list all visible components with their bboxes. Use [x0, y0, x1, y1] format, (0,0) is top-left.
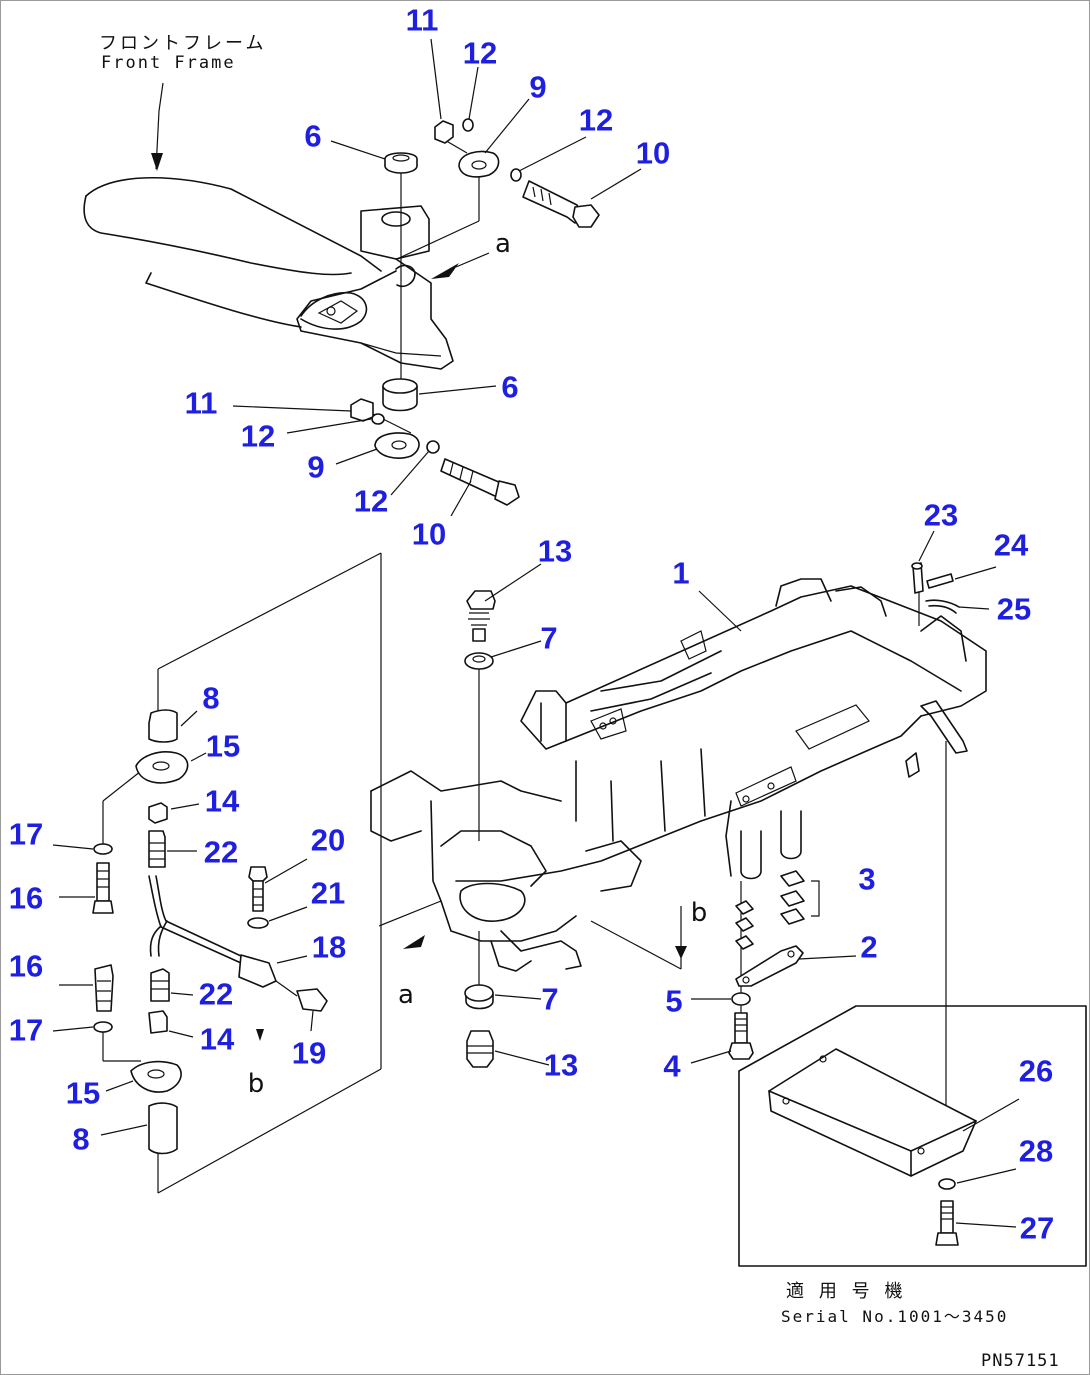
callout-28: 28 [1018, 1133, 1054, 1169]
serial-label-en: Serial No.1001～3450 [781, 1307, 1009, 1326]
callout-12-b: 12 [578, 102, 614, 138]
view-b-label-right: b [690, 898, 708, 928]
callout-1: 1 [672, 555, 690, 591]
page-code: PN57151 [981, 1351, 1060, 1371]
callout-7-lower: 7 [541, 981, 559, 1017]
rear-frame-part [370, 578, 987, 972]
bushing-6-lower [382, 378, 418, 412]
front-frame-label-jp: フロントフレーム [99, 33, 267, 54]
callout-12-c: 12 [240, 418, 276, 454]
callout-24: 24 [993, 527, 1029, 563]
bushing-6-upper [384, 152, 418, 174]
callout-5: 5 [665, 983, 683, 1019]
callout-13-lower: 13 [543, 1047, 579, 1083]
callout-13-upper: 13 [537, 533, 573, 569]
callout-19: 19 [291, 1035, 327, 1071]
callout-12-a: 12 [462, 35, 498, 71]
callout-6-upper: 6 [304, 118, 322, 154]
mount-13-bottom [466, 1030, 494, 1068]
callout-8-upper: 8 [202, 680, 220, 716]
pin-23 [911, 562, 924, 594]
front-frame-part [83, 176, 454, 370]
callout-15-upper: 15 [205, 728, 241, 764]
mount-13-top [466, 590, 496, 642]
inset-box [738, 1005, 1087, 1267]
washer-7-top [464, 652, 494, 670]
pin-24 [926, 573, 954, 589]
callout-10-lower: 10 [411, 516, 447, 552]
upper-explode-lines [362, 138, 480, 434]
washer-12-top-b [510, 168, 522, 182]
nut-11-top [434, 120, 454, 144]
callout-20: 20 [310, 822, 346, 858]
callout-14-lower: 14 [199, 1021, 235, 1057]
callout-17-upper: 17 [8, 816, 44, 852]
callout-22-upper: 22 [203, 834, 239, 870]
callout-18: 18 [311, 929, 347, 965]
detail-view-b [92, 552, 382, 1194]
callout-7-upper: 7 [540, 620, 558, 656]
plate-9-top [458, 150, 500, 178]
bolt-4 [728, 1012, 754, 1060]
callout-22-lower: 22 [198, 976, 234, 1012]
callout-23: 23 [923, 497, 959, 533]
callout-26: 26 [1018, 1053, 1054, 1089]
view-b-label-left: b [247, 1069, 265, 1099]
callout-21: 21 [310, 875, 346, 911]
callout-9-upper: 9 [529, 69, 547, 105]
callout-11-lower: 11 [184, 385, 218, 421]
washer-12-lower-a [371, 413, 385, 425]
washer-5 [731, 992, 751, 1006]
lower-explode-lines [378, 566, 947, 1131]
washer-12-top-a [462, 118, 474, 132]
callout-17-lower: 17 [8, 1012, 44, 1048]
callout-4: 4 [663, 1048, 681, 1084]
clip-25 [925, 599, 960, 614]
callout-27: 27 [1019, 1210, 1055, 1246]
callout-12-d: 12 [353, 483, 389, 519]
view-a-label-upper: a [495, 229, 511, 259]
washer-7-bottom [464, 984, 494, 1010]
callout-8-lower: 8 [72, 1121, 90, 1157]
plate-9-lower [374, 432, 420, 459]
washer-12-lower-b [426, 440, 440, 454]
callout-14-upper: 14 [204, 783, 240, 819]
callout-2: 2 [860, 929, 878, 965]
callout-6-lower: 6 [501, 369, 519, 405]
callout-10-upper: 10 [635, 135, 671, 171]
callout-15-lower: 15 [65, 1075, 101, 1111]
callout-9-lower: 9 [307, 449, 325, 485]
callout-3: 3 [858, 861, 876, 897]
callout-11-upper: 11 [405, 2, 439, 38]
view-a-label-lower: a [398, 980, 414, 1010]
shim-3 [735, 870, 820, 950]
serial-label-jp: 適 用 号 機 [786, 1281, 905, 1302]
bolt-10-top [522, 180, 600, 228]
nut-11-lower [350, 398, 374, 422]
callout-16-upper: 16 [8, 880, 44, 916]
bolt-10-lower [440, 458, 520, 506]
leader-lines [52, 38, 1020, 1228]
callout-16-lower: 16 [8, 948, 44, 984]
front-frame-label-en: Front Frame [101, 53, 236, 73]
callout-25: 25 [996, 591, 1032, 627]
stopper-2 [735, 945, 804, 987]
